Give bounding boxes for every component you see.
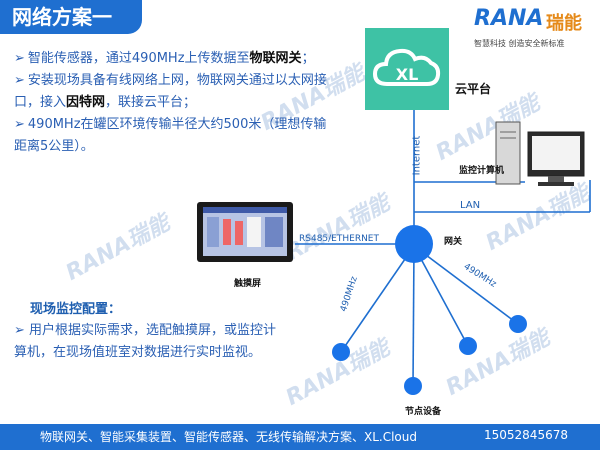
logo-slogan: 智慧科技 创造安全新标准 <box>474 39 565 48</box>
pc-label: 监控计算机 <box>459 166 505 176</box>
node-label: 节点设备 <box>405 407 442 417</box>
radio-link <box>412 245 415 387</box>
monitor-heading: 现场监控配置： <box>30 302 122 317</box>
footer-text: 物联网关、智能采集装置、智能传感器、无线传输解决方案、XL.Cloud <box>40 430 418 444</box>
radio-link <box>340 245 415 353</box>
cloud-icon: XL <box>372 48 441 86</box>
computer-icon <box>490 118 590 192</box>
bullet-item: ➢安装现场具备有线网络上网，物联网关通过以太网接口，接入因特网，联接云平台； <box>14 73 327 110</box>
page-title: 网络方案一 <box>0 0 142 34</box>
radio-link <box>413 245 469 347</box>
logo-cn-name: 瑞能 <box>546 13 582 34</box>
bullet-item: ➢智能传感器，通过490MHz上传数据至物联网关； <box>14 51 315 66</box>
lan-label: LAN <box>460 200 481 211</box>
gateway-node <box>395 225 433 263</box>
touchscreen-icon <box>197 202 293 262</box>
internet-label: Internet <box>411 135 423 176</box>
arrow-icon: ➢ <box>14 73 25 88</box>
bullet-item: ➢490MHz在罐区环境传输半径大约500米（理想传输距离5公里）。 <box>14 117 327 154</box>
logo-wordmark: RANA <box>474 6 544 31</box>
monitor-text: ➢ 用户根据实际需求，选配触摸屏，或监控计算机，在现场值班室对数据进行实时监视。 <box>14 323 277 360</box>
svg-text:XL: XL <box>396 65 419 84</box>
brand-logo: RANA 瑞能 智慧科技 创造安全新标准 <box>474 6 594 52</box>
cloud-label: 云平台 <box>455 82 492 96</box>
sensor-node <box>459 337 477 355</box>
arrow-icon: ➢ <box>14 51 25 66</box>
touchscreen-display <box>203 207 287 256</box>
sensor-node <box>332 343 350 361</box>
sensor-node <box>404 377 422 395</box>
sensor-node <box>509 315 527 333</box>
radio-link <box>413 245 519 325</box>
arrow-icon: ➢ <box>14 117 25 132</box>
touchscreen-label: 触摸屏 <box>234 279 262 289</box>
bullet-list: ➢智能传感器，通过490MHz上传数据至物联网关； ➢安装现场具备有线网络上网，… <box>14 48 330 158</box>
footer-bar <box>0 424 600 450</box>
gateway-label: 网关 <box>444 237 463 247</box>
rs485-label: RS485/ETHERNET <box>299 234 379 244</box>
cloud-platform-icon: XL <box>365 28 449 110</box>
arrow-icon: ➢ <box>14 323 30 338</box>
footer-phone: 15052845678 <box>484 428 568 442</box>
